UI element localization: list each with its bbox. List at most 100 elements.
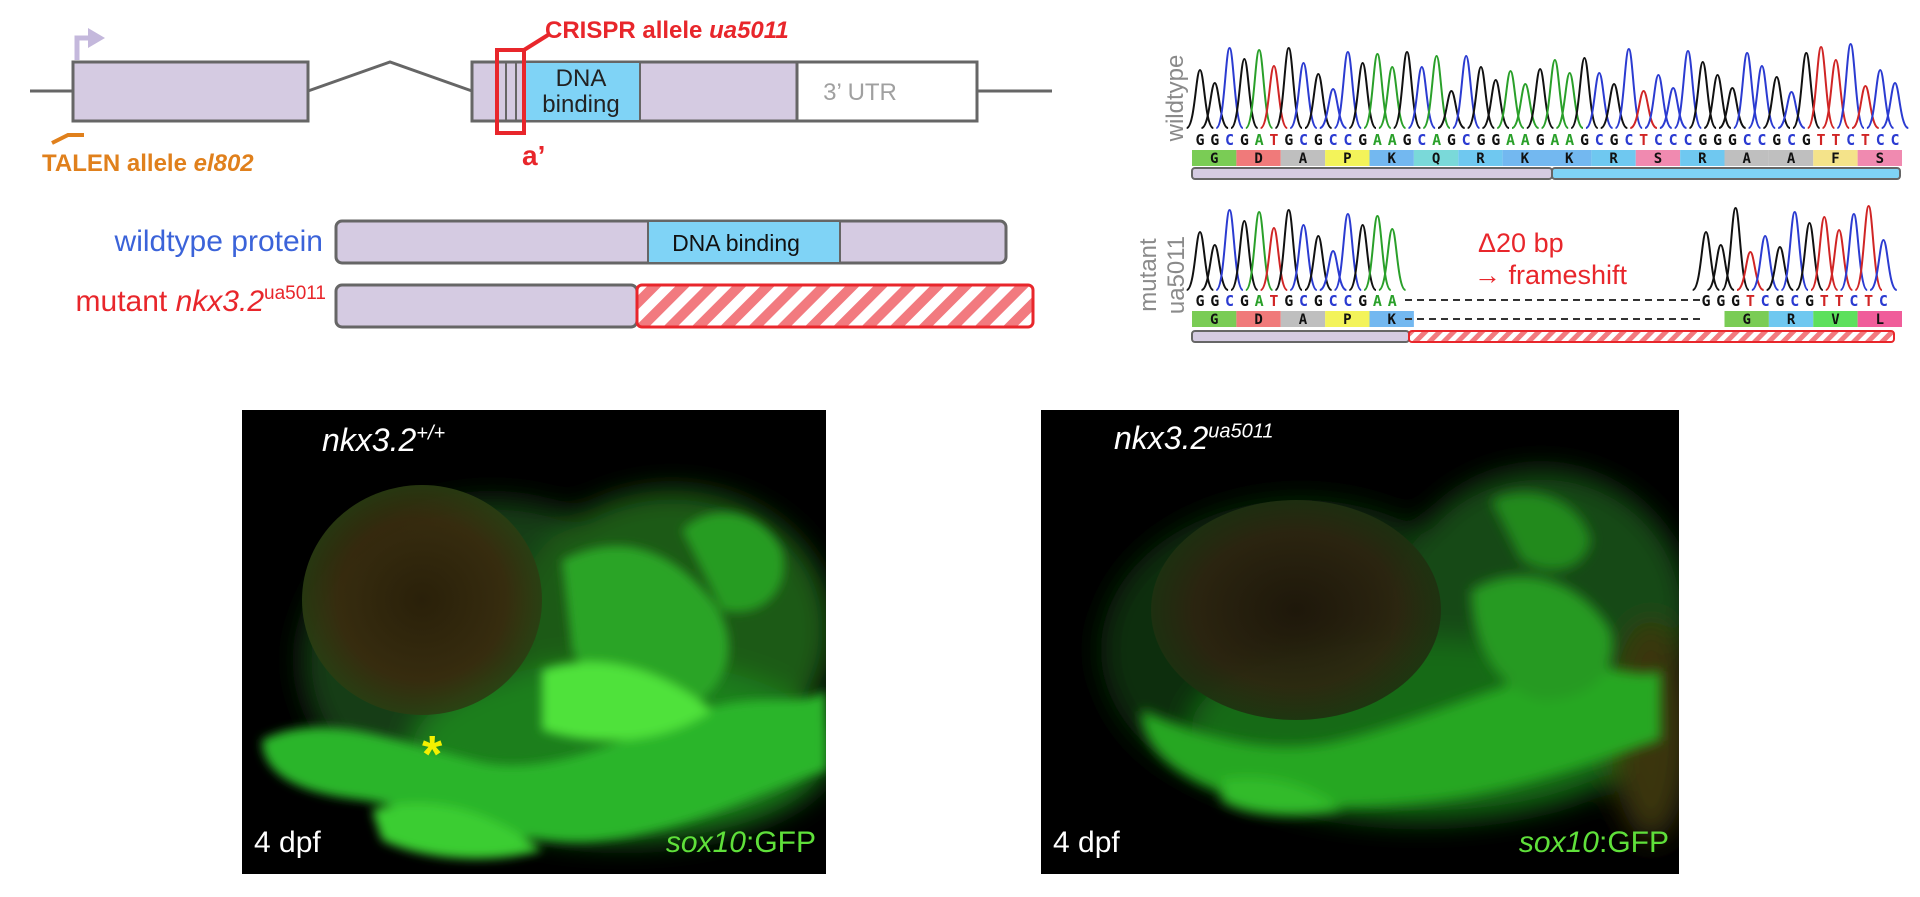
wildtype-trace-peak bbox=[1865, 68, 1895, 129]
mutant-trace-peak bbox=[1200, 243, 1229, 291]
sequence-base: A bbox=[1373, 292, 1382, 310]
sequence-base: C bbox=[1669, 131, 1678, 149]
sequence-base: T bbox=[1746, 292, 1755, 310]
mutant-protein-frameshift-segment bbox=[635, 283, 1035, 329]
photo-marker-mutant: sox10:GFP bbox=[1518, 826, 1669, 859]
asterisk-annotation: * bbox=[422, 726, 443, 784]
sequence-base: G bbox=[1580, 131, 1589, 149]
aminoacid-letter: G bbox=[1210, 312, 1218, 328]
protein-diagram: wildtype protein DNA binding mutant nkx3… bbox=[76, 219, 1035, 329]
aminoacid-letter: K bbox=[1565, 151, 1574, 167]
wildtype-trace-peak bbox=[1718, 86, 1747, 129]
sequence-base: C bbox=[1595, 131, 1604, 149]
aminoacid-letter: P bbox=[1343, 312, 1351, 328]
transcription-start-arrow-icon bbox=[74, 35, 92, 60]
photo-age-mutant: 4 dpf bbox=[1053, 826, 1120, 859]
mutant-trace-peak bbox=[1691, 230, 1721, 291]
aminoacid-cell bbox=[1813, 311, 1858, 327]
aminoacid-cell bbox=[1280, 150, 1326, 166]
aminoacid-cell bbox=[1192, 311, 1237, 327]
sequence-base: G bbox=[1805, 292, 1814, 310]
aminoacid-cell bbox=[1635, 150, 1681, 166]
dna-binding-label: DNA bbox=[556, 65, 607, 92]
sequence-base: G bbox=[1716, 292, 1725, 310]
wildtype-trace-peak bbox=[1881, 81, 1909, 129]
sequence-base: G bbox=[1713, 131, 1722, 149]
mutant-trace-peak bbox=[1259, 226, 1289, 291]
aminoacid-letter: D bbox=[1254, 312, 1262, 328]
photo-age-wildtype: 4 dpf bbox=[254, 826, 321, 859]
wildtype-trace-peak bbox=[1821, 58, 1851, 129]
sequence-base: T bbox=[1639, 131, 1648, 149]
mutant-protein-normal-segment bbox=[334, 283, 639, 329]
sequence-base: A bbox=[1255, 131, 1264, 149]
aminoacid-letter: V bbox=[1831, 312, 1840, 328]
aminoacid-letter: G bbox=[1210, 151, 1218, 167]
wildtype-trace-peak bbox=[1629, 89, 1658, 129]
sequence-base: C bbox=[1329, 131, 1338, 149]
sequence-base: G bbox=[1610, 131, 1619, 149]
sequence-base: C bbox=[1757, 131, 1766, 149]
photo-image-wildtype bbox=[262, 485, 826, 859]
aminoacid-letter: R bbox=[1787, 312, 1796, 328]
mutant-trace-peak bbox=[1319, 249, 1347, 291]
wildtype-trace-peak bbox=[1407, 65, 1437, 129]
wildtype-trace-peak bbox=[1185, 68, 1215, 129]
aminoacid-cell bbox=[1325, 150, 1370, 166]
aminoacid-cell bbox=[1325, 311, 1370, 327]
sequence-base: C bbox=[1849, 292, 1858, 310]
mutant-trace bbox=[1185, 204, 1898, 291]
wildtype-trace-peak bbox=[1259, 64, 1289, 129]
aminoacid-letter: D bbox=[1254, 151, 1262, 167]
mutant-trace-label: mutant bbox=[1135, 238, 1162, 312]
wildtype-trace-peak bbox=[1555, 71, 1584, 129]
sequence-base: A bbox=[1565, 131, 1574, 149]
aminoacid-cell bbox=[1547, 150, 1592, 166]
aminoacid-cell bbox=[1502, 150, 1547, 166]
aminoacid-cell bbox=[1857, 150, 1902, 166]
mutant-trace-peak bbox=[1750, 234, 1780, 291]
sequence-base: A bbox=[1373, 131, 1382, 149]
sequence-base: C bbox=[1846, 131, 1855, 149]
panel-reference-a-prime: a’ bbox=[522, 140, 545, 171]
aminoacid-letter: A bbox=[1299, 312, 1308, 328]
aminoacid-letter: L bbox=[1876, 312, 1884, 328]
crispr-target-box bbox=[495, 48, 526, 135]
wildtype-trace-peak bbox=[1422, 54, 1451, 129]
sequence-base: G bbox=[1772, 131, 1781, 149]
aminoacid-cell bbox=[1857, 311, 1902, 327]
mutant-trace-peak bbox=[1721, 206, 1750, 291]
wildtype-binding-track bbox=[1551, 167, 1901, 180]
wildtype-trace-peak bbox=[1437, 89, 1466, 129]
wildtype-dna-binding-label: DNA binding bbox=[672, 230, 800, 256]
utr-label: 3’ UTR bbox=[823, 79, 897, 106]
sequence-base: C bbox=[1343, 292, 1352, 310]
photo-genotype-mutant: nkx3.2ua5011 bbox=[1114, 420, 1274, 456]
mutant-trace-peak bbox=[1869, 238, 1898, 291]
talen-site-mark bbox=[51, 133, 84, 145]
aminoacid-letter: P bbox=[1343, 151, 1351, 167]
wildtype-trace-peak bbox=[1511, 82, 1540, 129]
sequence-base: T bbox=[1269, 131, 1278, 149]
sequence-base: G bbox=[1240, 131, 1249, 149]
sequence-base: G bbox=[1210, 131, 1219, 149]
photo-marker-wildtype: sox10:GFP bbox=[665, 826, 816, 859]
sequence-base: C bbox=[1876, 131, 1885, 149]
wildtype-trace-peak bbox=[1600, 82, 1628, 129]
sequence-base: G bbox=[1536, 131, 1545, 149]
sequence-base: G bbox=[1728, 131, 1737, 149]
sequence-base: G bbox=[1210, 292, 1219, 310]
aminoacid-letter: K bbox=[1521, 151, 1530, 167]
wildtype-trace-peak bbox=[1319, 87, 1347, 129]
intron-splice-line bbox=[307, 60, 473, 93]
aminoacid-cell bbox=[1192, 150, 1237, 166]
sequence-base: G bbox=[1358, 292, 1367, 310]
mutant-trace-peak bbox=[1766, 245, 1794, 291]
aminoacid-letter: A bbox=[1787, 151, 1796, 167]
aminoacid-letter: A bbox=[1742, 151, 1751, 167]
dna-binding-label-2: binding bbox=[542, 91, 619, 118]
mutant-trace-peak bbox=[1824, 228, 1854, 291]
